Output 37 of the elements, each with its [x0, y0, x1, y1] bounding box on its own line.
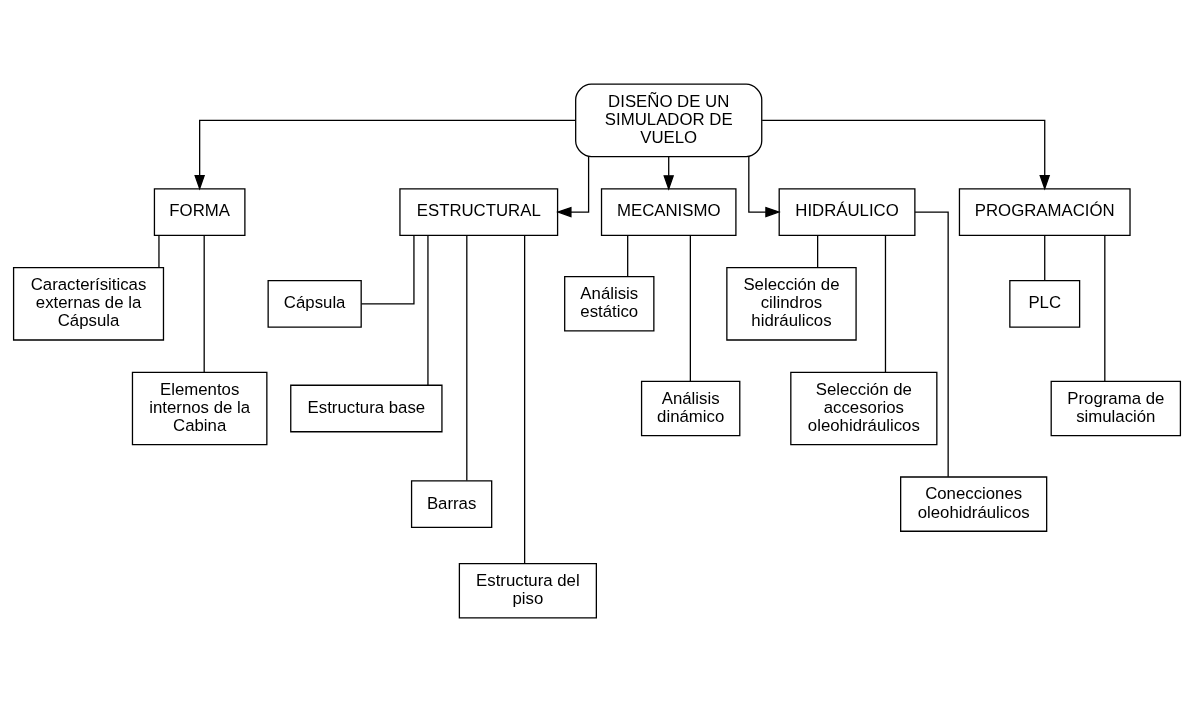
node-box: Elementos internos de la Cabina: [131, 371, 268, 446]
connector: [1044, 235, 1046, 281]
node-box: Estructura del piso: [458, 562, 597, 619]
arrow: [748, 155, 781, 218]
arrow: [663, 155, 675, 191]
node-box: Estructura base: [290, 384, 443, 433]
connector: [689, 234, 691, 382]
node-box: Barras: [410, 480, 493, 529]
node-box: PROGRAMACIÓN: [958, 188, 1131, 236]
connector: [627, 235, 629, 278]
arrow: [194, 119, 577, 191]
node-box: Selección de cilindros hidráulicos: [726, 267, 857, 341]
connector: [524, 235, 526, 565]
connector: [203, 234, 205, 373]
connector: [466, 234, 468, 482]
connector: [914, 211, 949, 478]
node-box: Análisis estático: [564, 276, 655, 332]
node-box: Caracterísiticas externas de la Cápsula: [12, 267, 165, 341]
node-box: Análisis dinámico: [640, 380, 741, 437]
node-box: Selección de accesorios oleohidráulicos: [790, 371, 938, 446]
arrow: [761, 119, 1051, 191]
connector: [158, 235, 160, 269]
node-box: DISEÑO DE UN SIMULADOR DE VUELO: [575, 83, 763, 158]
node-box: ESTRUCTURAL: [399, 188, 559, 236]
node-box: Programa de simulación: [1050, 380, 1182, 437]
connector: [1104, 234, 1106, 382]
connector: [817, 235, 819, 269]
node-box: Cápsula: [267, 279, 362, 328]
arrow: [556, 155, 590, 218]
node-box: HIDRÁULICO: [778, 188, 916, 236]
connector: [884, 234, 887, 373]
node-box: PLC: [1009, 279, 1081, 328]
node-box: MECANISMO: [600, 188, 737, 236]
node-box: Conecciones oleohidráulicos: [900, 476, 1048, 532]
connector: [360, 235, 415, 305]
connector: [427, 234, 429, 386]
node-box: FORMA: [153, 188, 246, 236]
